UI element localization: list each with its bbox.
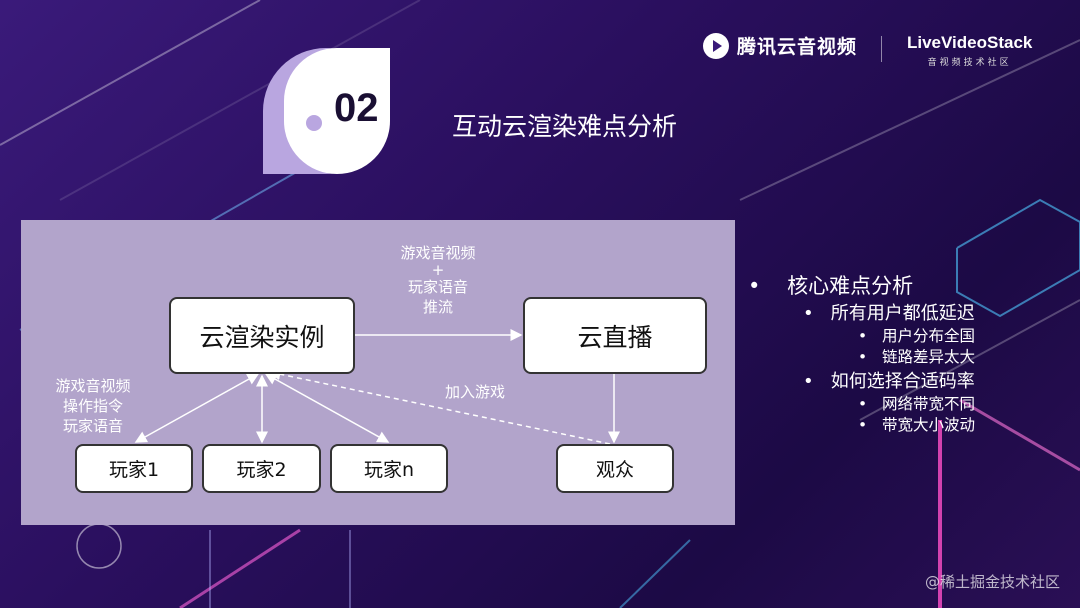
node-playern: 玩家n xyxy=(330,444,448,493)
section-badge-dot xyxy=(306,115,322,131)
label-players-line3: 玩家语音 xyxy=(62,417,123,435)
bullet-sub2-text: 如何选择合适码率 xyxy=(830,371,975,392)
node-player2: 玩家2 xyxy=(202,444,321,493)
bullet-sub1-text: 所有用户都低延迟 xyxy=(830,303,975,324)
section-badge xyxy=(284,48,390,174)
label-push-line1: 游戏音视频 xyxy=(400,244,476,262)
bullet-sub1: • 所有用户都低延迟 xyxy=(803,303,975,324)
arrow-render-playern xyxy=(264,373,390,443)
label-push-line2: + xyxy=(431,261,445,279)
bullet-item-text: 带宽大小波动 xyxy=(881,416,975,434)
bullet-item-text: 用户分布全国 xyxy=(881,327,975,345)
bullet-main: • 核心难点分析 xyxy=(748,274,914,298)
node-render-instance: 云渲染实例 xyxy=(169,297,355,374)
play-icon xyxy=(703,32,729,59)
partner-name: LiveVideoStack xyxy=(907,33,1033,52)
arrow-render-player1 xyxy=(134,373,260,443)
bullet-item: • 用户分布全国 xyxy=(858,327,975,345)
brand-separator xyxy=(881,36,882,62)
bullet-item: • 链路差异太大 xyxy=(858,348,975,366)
bullet-item-text: 网络带宽不同 xyxy=(881,395,975,413)
arrow-audience-join xyxy=(268,368,611,445)
node-cloud-live: 云直播 xyxy=(523,297,707,374)
bullet-item-text: 链路差异太大 xyxy=(881,348,975,366)
node-player1: 玩家1 xyxy=(75,444,193,493)
label-push-line3: 玩家语音 xyxy=(407,278,468,296)
bullet-item: • 网络带宽不同 xyxy=(858,395,975,413)
section-number: 02 xyxy=(334,86,379,130)
node-audience: 观众 xyxy=(556,444,674,493)
watermark: @稀土掘金技术社区 xyxy=(924,573,1060,591)
bullet-item: • 带宽大小波动 xyxy=(858,416,975,434)
label-players-line2: 操作指令 xyxy=(62,397,123,415)
bullet-sub2: • 如何选择合适码率 xyxy=(803,371,975,392)
partner-logo: LiveVideoStack 音视频技术社区 xyxy=(907,33,1032,68)
label-join-game: 加入游戏 xyxy=(444,383,505,401)
brand-logo: 腾讯云音视频 xyxy=(703,32,857,59)
label-players-line1: 游戏音视频 xyxy=(55,377,131,395)
bullet-main-text: 核心难点分析 xyxy=(787,274,914,298)
label-push-line4: 推流 xyxy=(422,298,453,316)
label-push-stream: 游戏音视频 + 玩家语音 推流 xyxy=(378,243,498,317)
partner-subtitle: 音视频技术社区 xyxy=(927,58,1012,68)
label-player-streams: 游戏音视频 操作指令 玩家语音 xyxy=(38,376,148,436)
page-title: 互动云渲染难点分析 xyxy=(452,112,678,141)
brand-name: 腾讯云音视频 xyxy=(737,36,858,58)
